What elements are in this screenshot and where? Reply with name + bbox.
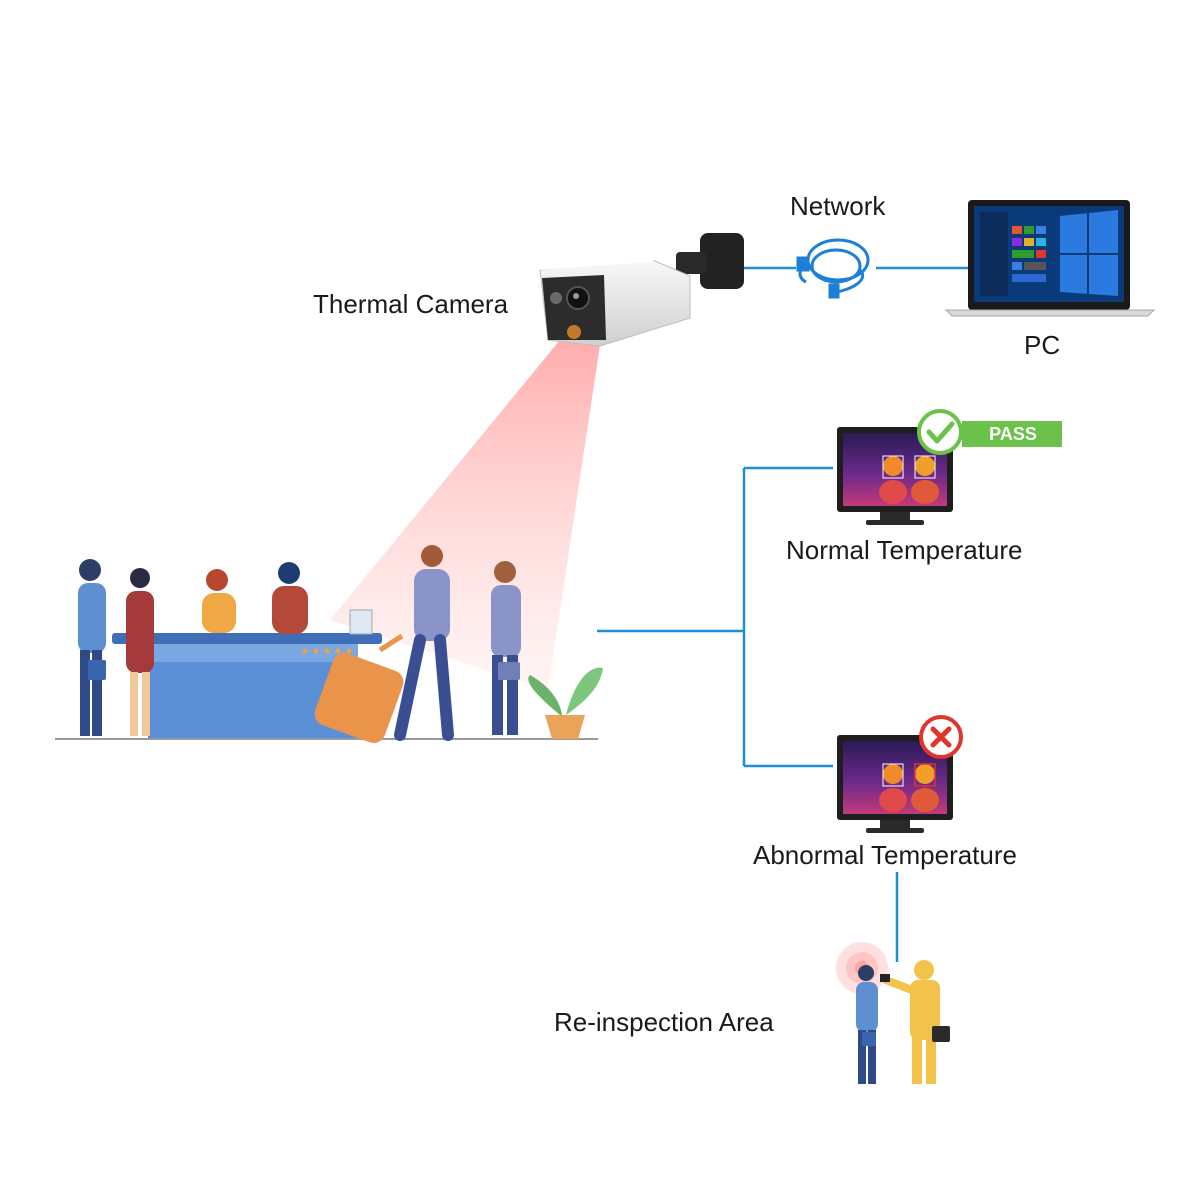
reinspection-area-label: Re-inspection Area: [554, 1007, 774, 1037]
cross-icon: [930, 726, 952, 748]
monitor-icon-abnormal: [837, 735, 953, 833]
normal-temperature-label: Normal Temperature: [786, 535, 1023, 565]
people-queue-icon: [55, 545, 603, 743]
pass-badge: [917, 409, 1062, 455]
thermal-beam: [330, 340, 600, 690]
fail-badge: [919, 715, 963, 759]
laptop-icon: [944, 200, 1156, 317]
pc-label: PC: [1024, 330, 1061, 360]
thermal-camera-icon: [539, 233, 744, 347]
pass-label: PASS: [989, 424, 1037, 444]
abnormal-temperature-label: Abnormal Temperature: [753, 840, 1017, 870]
inspector-icon: [836, 942, 950, 1084]
check-icon: [926, 421, 955, 444]
network-label: Network: [790, 191, 886, 221]
connector-lines: [597, 266, 972, 962]
network-cable-icon: [796, 238, 870, 299]
thermal-camera-label: Thermal Camera: [313, 289, 509, 319]
